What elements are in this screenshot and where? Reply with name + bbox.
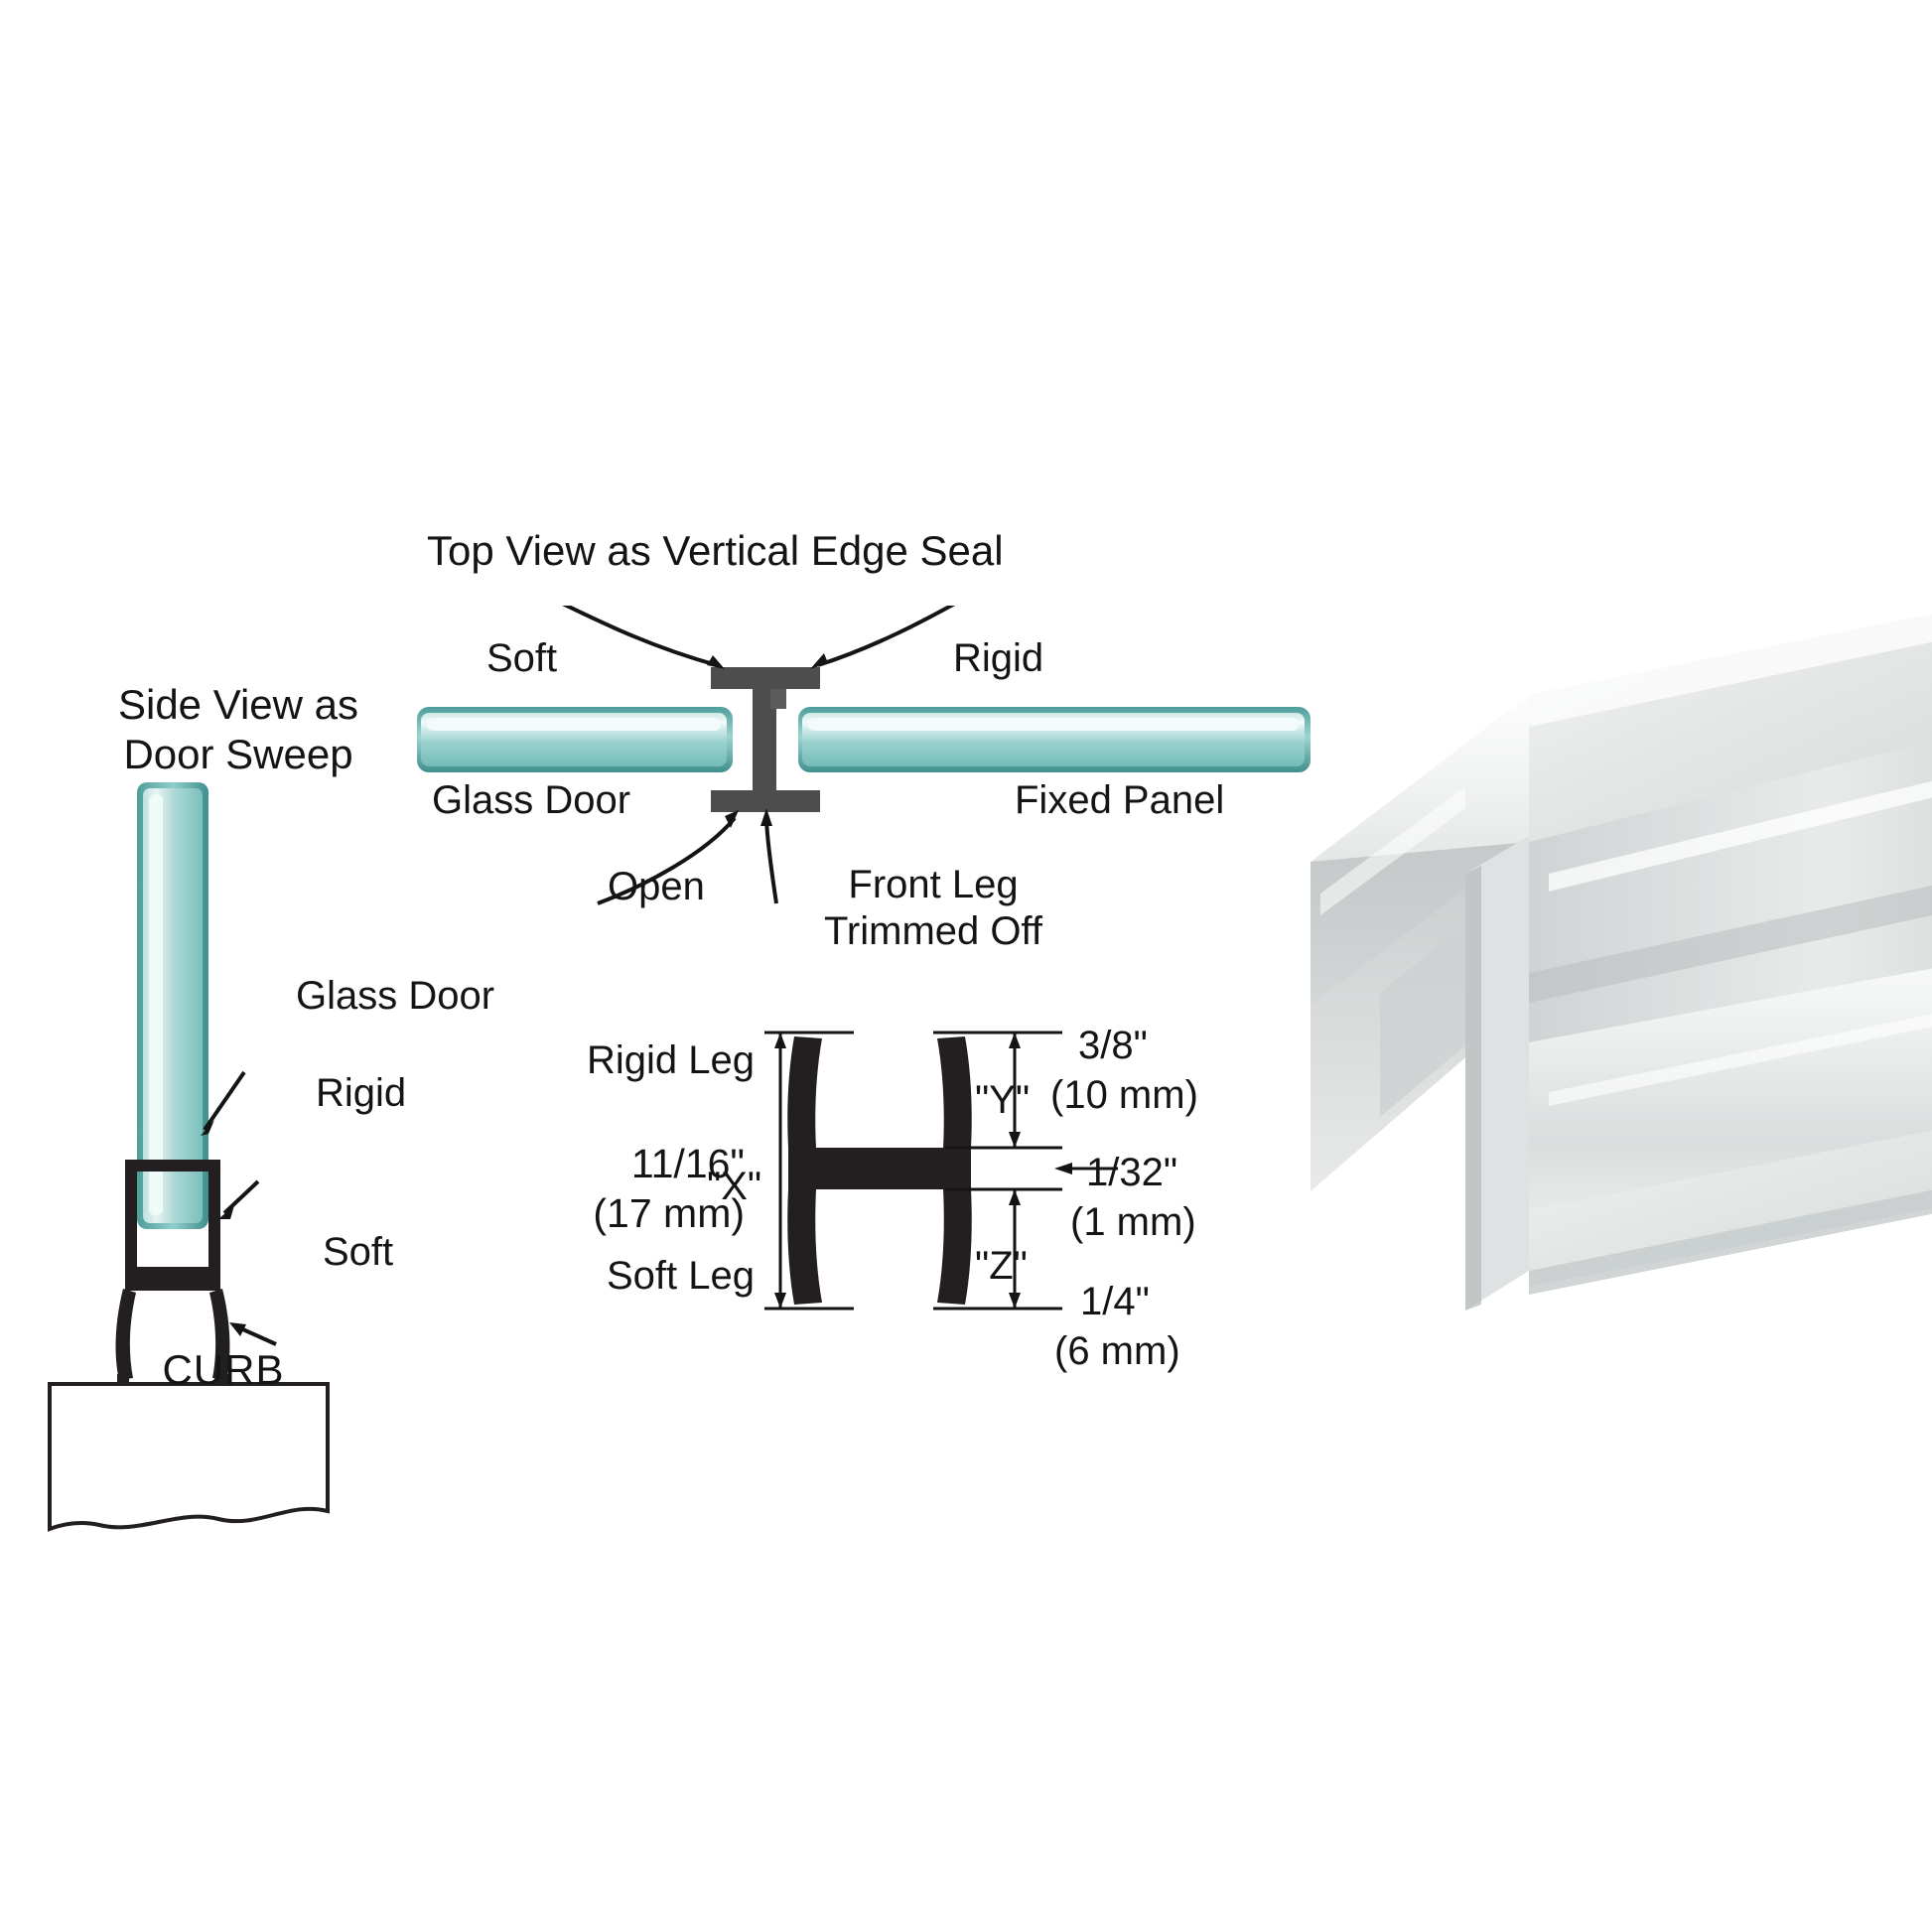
arrow-soft-top bbox=[562, 606, 718, 667]
arrowhead-soft-side bbox=[229, 1322, 246, 1336]
side-view-seal bbox=[115, 1160, 230, 1388]
label-front-leg-trimmed: Front Leg Trimmed Off bbox=[823, 863, 1043, 954]
photo-top-flange bbox=[1529, 614, 1932, 842]
arrowhead-y-bottom bbox=[1009, 1132, 1021, 1148]
side-view-graphic bbox=[48, 782, 330, 1532]
label-gap-value-mm: (1 mm) bbox=[1070, 1200, 1196, 1244]
label-x-value-in: 11/16" bbox=[630, 1141, 745, 1186]
label-rigid-side: Rigid bbox=[316, 1071, 407, 1115]
label-open-top: Open bbox=[608, 865, 705, 908]
label-soft-top: Soft bbox=[486, 636, 558, 680]
label-y: "Y" bbox=[975, 1078, 1031, 1122]
dimension-lines bbox=[764, 1031, 1062, 1311]
arrow-front-leg-top bbox=[764, 815, 778, 904]
label-z-value-mm: (6 mm) bbox=[1054, 1329, 1180, 1373]
label-y-value-in: 3/8" bbox=[1078, 1024, 1148, 1067]
side-view-title: Side View as Door Sweep bbox=[117, 681, 359, 777]
product-photo bbox=[1311, 614, 1932, 1311]
arrowhead-x-bottom bbox=[774, 1293, 786, 1309]
label-fixed-panel-top: Fixed Panel bbox=[1015, 778, 1225, 822]
photo-divider-edge bbox=[1465, 866, 1481, 1311]
photo-highlight-3 bbox=[1320, 786, 1465, 915]
top-view-seal bbox=[711, 667, 820, 812]
arrowhead-glass-door-side bbox=[201, 1120, 214, 1136]
photo-top-highlight bbox=[1529, 614, 1932, 727]
photo-highlight-1 bbox=[1549, 780, 1932, 892]
arrowhead-rigid-side bbox=[218, 1205, 234, 1219]
arrow-glass-door-side bbox=[203, 1070, 246, 1132]
top-view-graphic bbox=[417, 606, 1311, 905]
arrowhead-soft-top bbox=[707, 655, 725, 669]
arrow-rigid-side bbox=[222, 1179, 260, 1215]
label-x-value-mm: (17 mm) bbox=[593, 1190, 745, 1236]
label-z-value-in: 1/4" bbox=[1080, 1280, 1150, 1323]
h-profile bbox=[787, 1036, 972, 1305]
side-view-glass-door bbox=[137, 782, 208, 1229]
arrow-open-top bbox=[597, 816, 737, 905]
label-glass-door-top: Glass Door bbox=[432, 778, 631, 822]
curb-shape bbox=[48, 1382, 330, 1532]
label-y-value-mm: (10 mm) bbox=[1050, 1073, 1198, 1117]
top-view-glass-door bbox=[417, 707, 733, 772]
cross-section-graphic bbox=[764, 1031, 1118, 1311]
top-view-title: Top View as Vertical Edge Seal bbox=[427, 527, 1004, 574]
photo-web-line bbox=[1529, 886, 1932, 1003]
label-gap-value-in: 1/32" bbox=[1086, 1151, 1178, 1194]
label-soft-side: Soft bbox=[323, 1230, 394, 1274]
arrowhead-gap-pointer bbox=[1054, 1163, 1072, 1174]
top-view-fixed-panel bbox=[798, 707, 1311, 772]
label-curb: CURB bbox=[162, 1346, 285, 1393]
label-rigid-leg: Rigid Leg bbox=[586, 1038, 755, 1082]
arrowhead-open-top bbox=[725, 810, 739, 828]
arrowhead-z-top bbox=[1009, 1189, 1021, 1205]
arrowhead-y-top bbox=[1009, 1033, 1021, 1048]
arrow-rigid-top bbox=[817, 606, 956, 667]
arrowhead-z-bottom bbox=[1009, 1293, 1021, 1309]
photo-highlight-2 bbox=[1549, 1014, 1932, 1106]
photo-body-lower bbox=[1529, 968, 1932, 1211]
label-glass-door-side: Glass Door bbox=[296, 974, 495, 1018]
label-x: "X" bbox=[707, 1165, 762, 1208]
label-soft-leg: Soft Leg bbox=[606, 1254, 755, 1298]
label-z: "Z" bbox=[975, 1244, 1028, 1288]
arrowhead-rigid-top bbox=[810, 653, 828, 669]
arrowhead-front-leg-top bbox=[760, 808, 772, 826]
side-view-seal-cavity bbox=[131, 1295, 214, 1374]
label-rigid-top: Rigid bbox=[953, 636, 1044, 680]
photo-bottom-lip bbox=[1529, 1130, 1932, 1287]
photo-bottom-edge bbox=[1529, 1189, 1932, 1295]
arrowhead-x-top bbox=[774, 1033, 786, 1048]
